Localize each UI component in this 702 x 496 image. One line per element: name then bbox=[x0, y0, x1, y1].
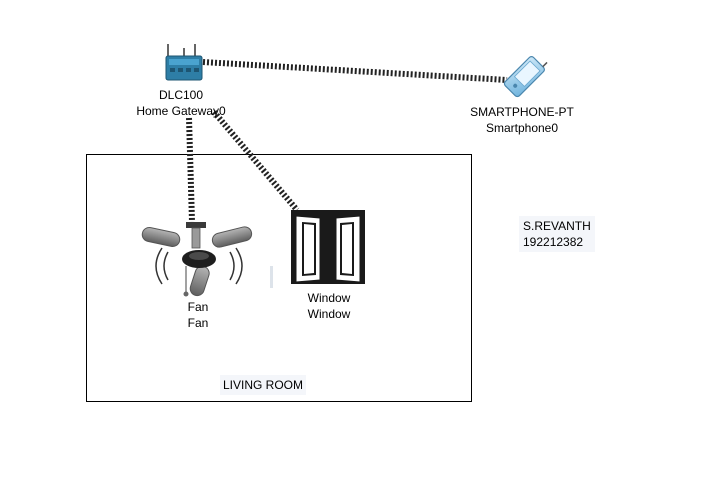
author-name: S.REVANTH bbox=[523, 219, 591, 233]
smartphone-model: SMARTPHONE-PT bbox=[470, 105, 574, 119]
smartphone-name: Smartphone0 bbox=[485, 121, 559, 135]
smartphone-icon[interactable] bbox=[503, 51, 550, 98]
window-model: Window bbox=[307, 291, 351, 305]
status-marker bbox=[270, 266, 273, 288]
window-label: Window Window bbox=[298, 290, 360, 322]
gateway-label: DLC100 Home Gateway0 bbox=[126, 87, 236, 119]
smartphone-label: SMARTPHONE-PT Smartphone0 bbox=[462, 104, 582, 136]
window-name: Window bbox=[307, 307, 351, 321]
author-note: S.REVANTH 192212382 bbox=[519, 216, 595, 252]
ceiling-fan-icon[interactable] bbox=[141, 222, 253, 297]
link-gateway-fan bbox=[186, 117, 195, 223]
link-gateway-window bbox=[211, 110, 300, 212]
fan-name: Fan bbox=[187, 316, 209, 330]
window-icon[interactable] bbox=[291, 210, 365, 284]
fan-label: Fan Fan bbox=[172, 299, 224, 331]
author-id: 192212382 bbox=[523, 235, 584, 249]
gateway-model: DLC100 bbox=[158, 88, 204, 102]
link-gateway-smartphone bbox=[202, 59, 508, 83]
living-room-boundary bbox=[86, 154, 472, 402]
fan-model: Fan bbox=[187, 300, 209, 314]
room-label: LIVING ROOM bbox=[220, 375, 307, 395]
gateway-name: Home Gateway0 bbox=[136, 104, 226, 118]
home-gateway-icon[interactable] bbox=[165, 44, 203, 81]
wireless-links bbox=[186, 59, 508, 223]
